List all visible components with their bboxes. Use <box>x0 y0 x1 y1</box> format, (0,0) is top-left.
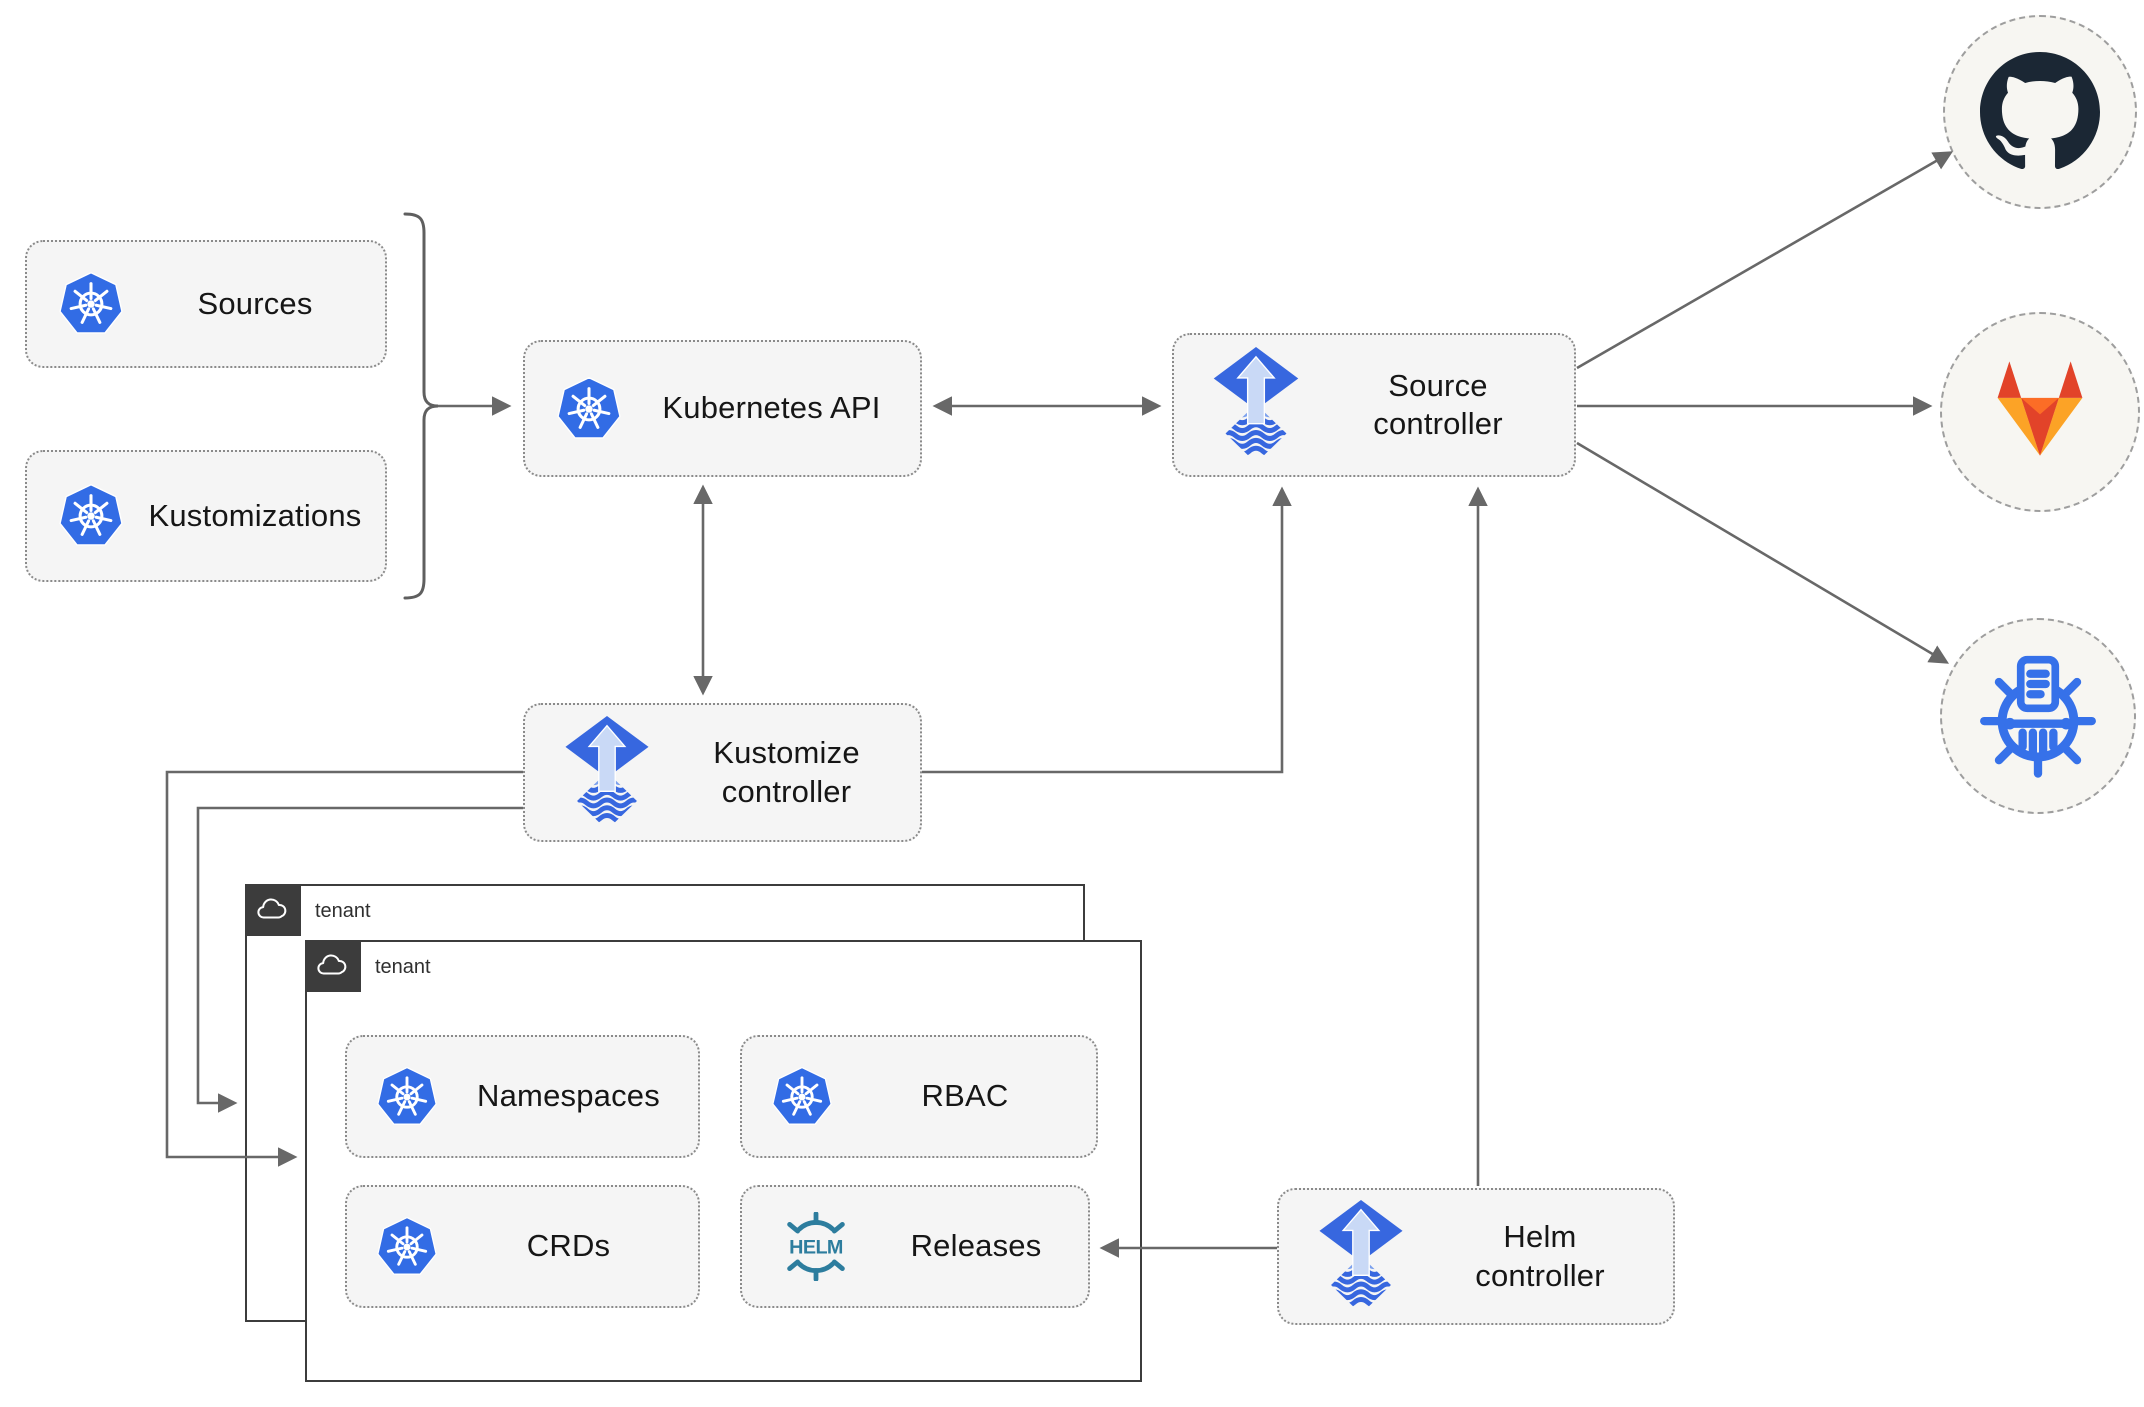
node-label: Namespaces <box>477 1078 660 1114</box>
node-sources: Sources <box>25 240 387 368</box>
node-label: RBAC <box>921 1078 1009 1114</box>
group-brace <box>403 212 439 600</box>
helm-icon: HELM <box>768 1212 864 1282</box>
github-icon <box>1980 52 2100 172</box>
kubernetes-icon <box>770 1065 834 1129</box>
node-kubernetes-api: Kubernetes API <box>523 340 922 477</box>
helm-logo-text: HELM <box>789 1236 843 1258</box>
kubernetes-icon <box>57 482 125 550</box>
tenant-label: tenant <box>375 956 431 978</box>
node-crds: CRDs <box>345 1185 700 1308</box>
edge-kustomize-to-source <box>922 486 1292 774</box>
remote-github <box>1943 15 2137 209</box>
kubernetes-icon <box>57 270 125 338</box>
node-label: Kustomize controller <box>713 735 860 809</box>
gitlab-icon <box>1981 359 2099 465</box>
node-label: Sources <box>197 285 313 321</box>
tenant-label: tenant <box>315 900 371 922</box>
flux-icon <box>561 715 653 831</box>
node-label: CRDs <box>526 1228 611 1264</box>
node-label: Kustomizations <box>148 497 362 533</box>
remote-gitlab <box>1940 312 2140 512</box>
edge-source-to-chart-repository <box>1576 441 1950 664</box>
node-source-controller: Source controller <box>1172 333 1576 477</box>
kubernetes-icon <box>375 1065 439 1129</box>
node-namespaces: Namespaces <box>345 1035 700 1158</box>
kubernetes-icon <box>375 1215 439 1279</box>
node-label: Releases <box>910 1228 1042 1264</box>
node-kustomizations: Kustomizations <box>25 450 387 582</box>
chartmuseum-icon <box>1974 652 2102 780</box>
flux-icon <box>1210 347 1302 463</box>
node-label: Source controller <box>1373 367 1503 441</box>
node-helm-controller: Helm controller <box>1277 1188 1675 1325</box>
edge-source-to-github <box>1576 151 1954 370</box>
cloud-icon <box>305 940 361 992</box>
tenant-group-inner: tenant <box>305 940 1142 1382</box>
node-label: Helm controller <box>1475 1219 1605 1293</box>
node-kustomize-controller: Kustomize controller <box>523 703 922 842</box>
remote-chart-repository <box>1940 618 2136 814</box>
node-label: Kubernetes API <box>662 390 881 426</box>
cloud-icon <box>245 884 301 936</box>
node-rbac: RBAC <box>740 1035 1098 1158</box>
node-releases: HELM Releases <box>740 1185 1090 1308</box>
flux-icon <box>1315 1199 1407 1315</box>
kubernetes-icon <box>555 375 623 443</box>
